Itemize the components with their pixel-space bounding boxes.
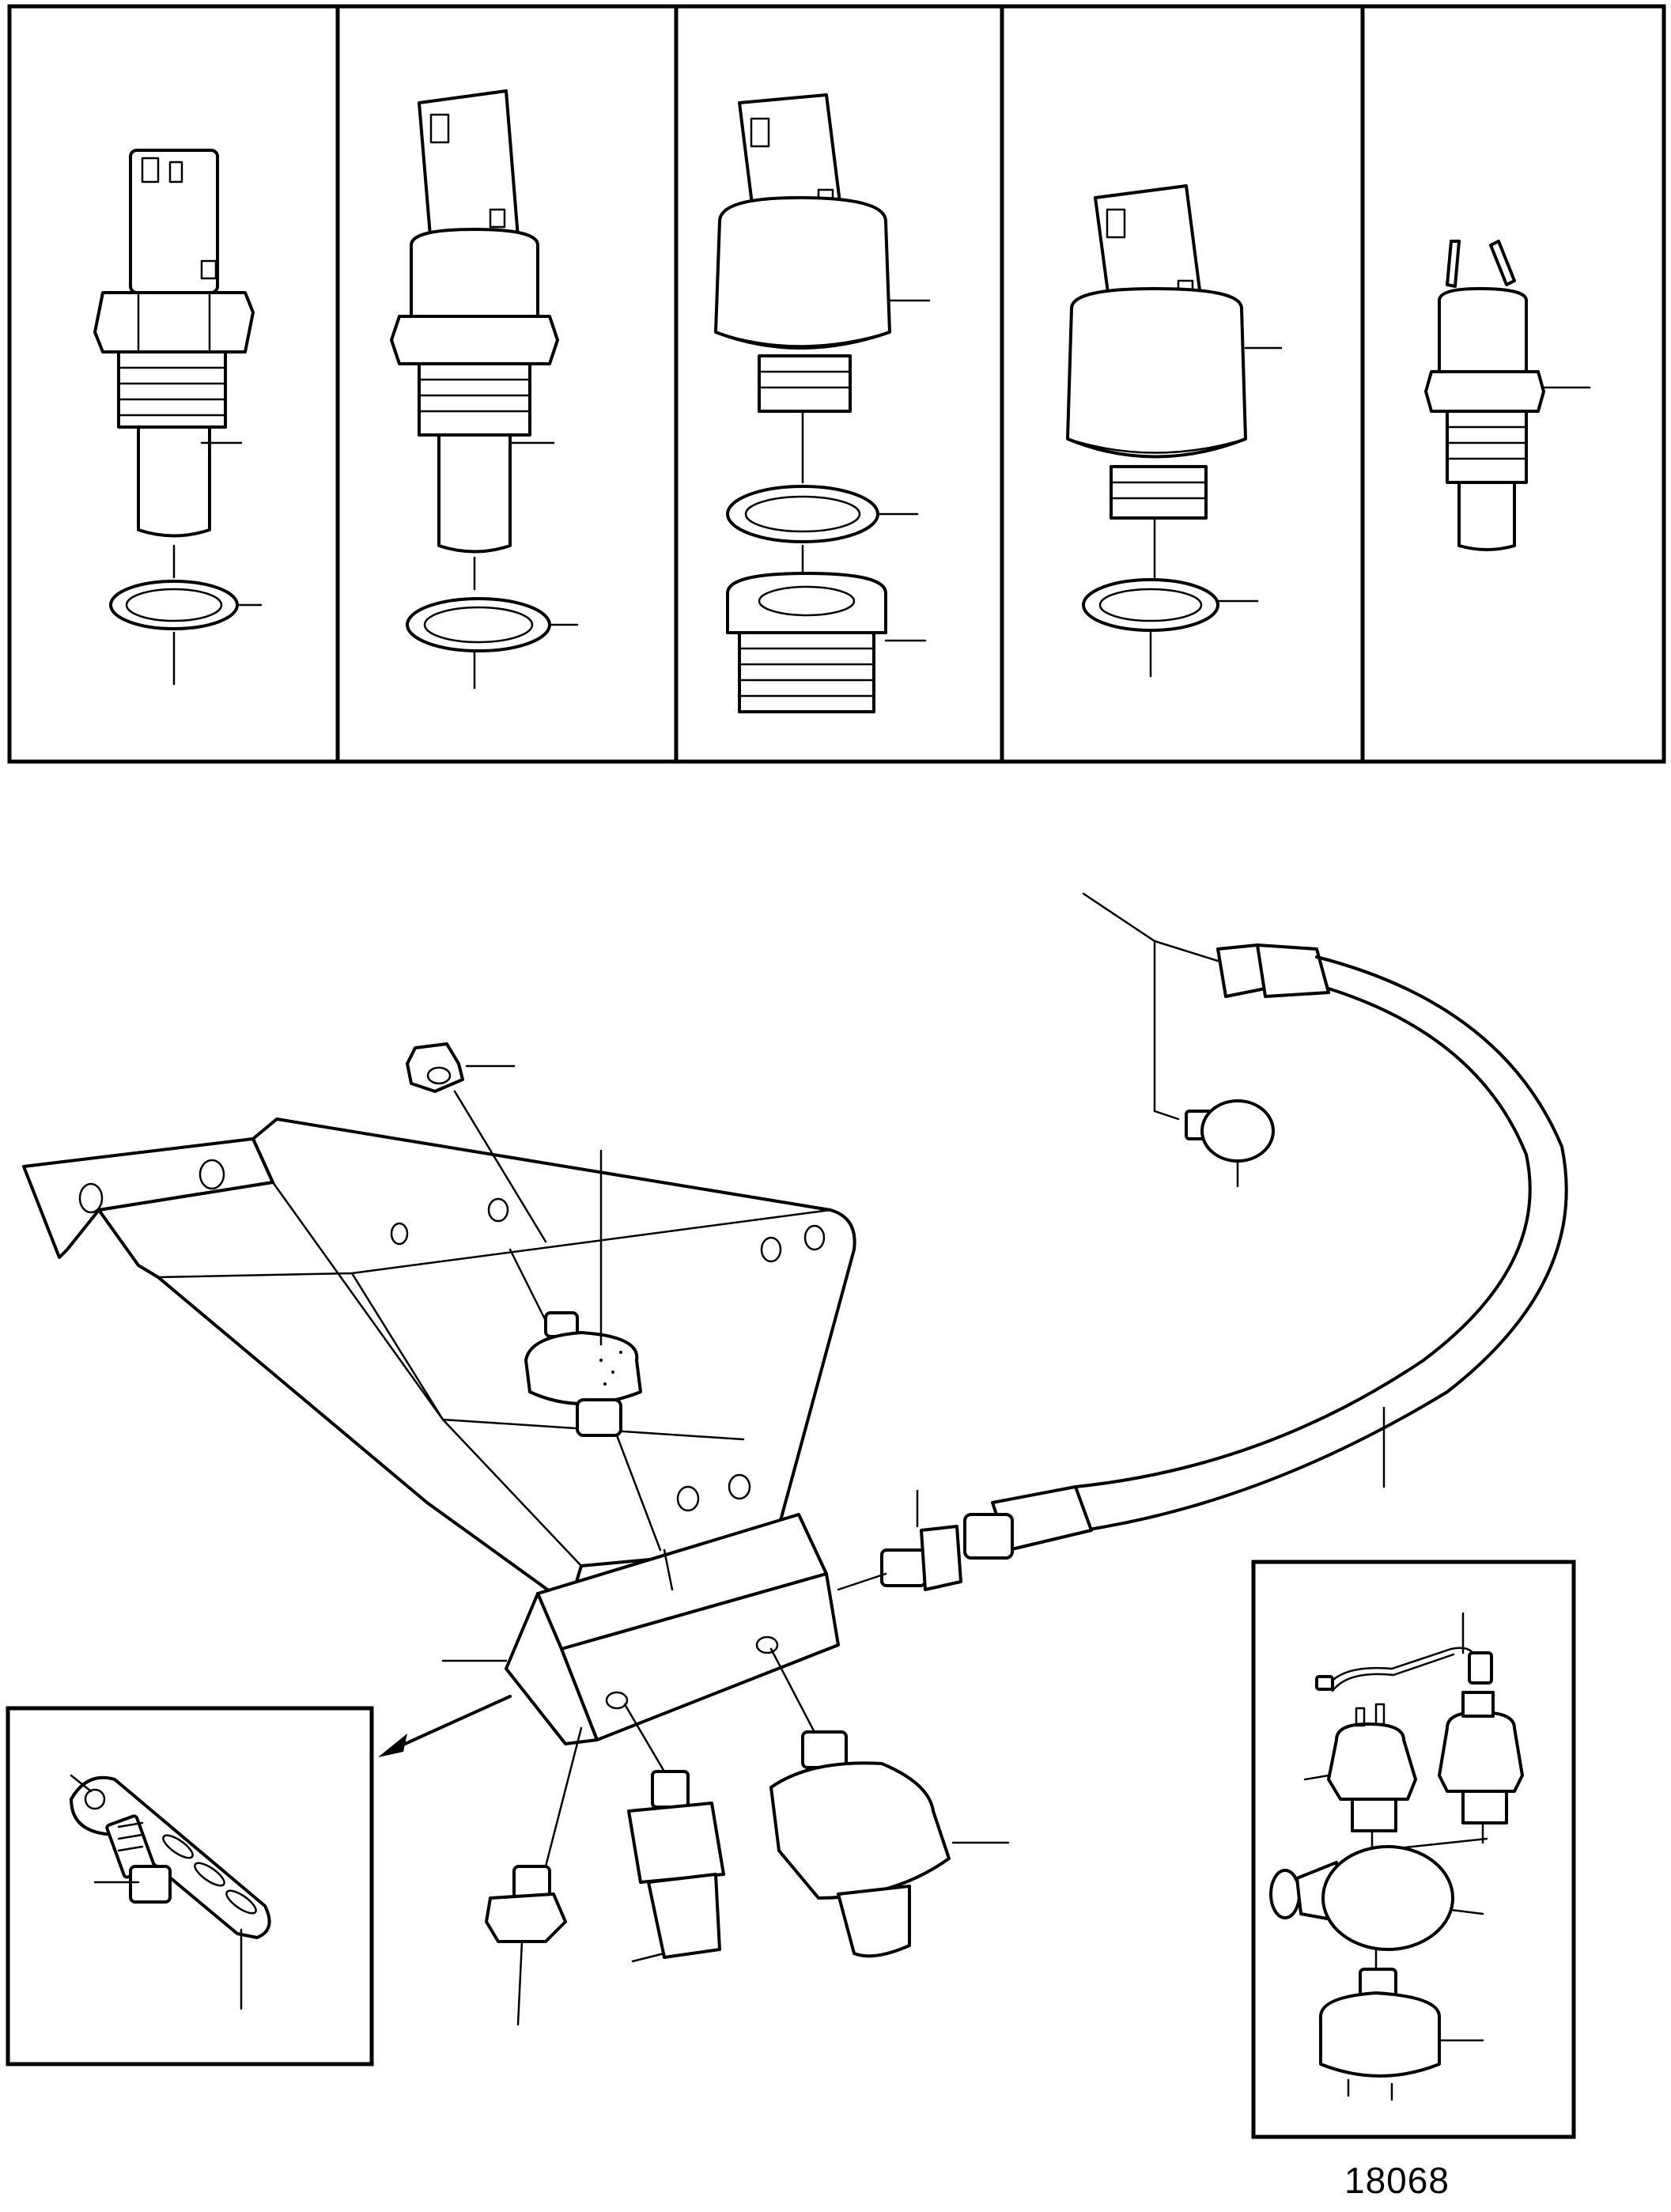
temperature-sensor-long-icon (93, 149, 263, 686)
flange-nut-icon (406, 1042, 547, 1243)
pressure-sensor-with-adapter-icon (714, 93, 931, 713)
mounting-strap-icon (70, 1774, 271, 2010)
pressure-hose-icon (963, 892, 1568, 1560)
inset-frame-left (6, 1706, 374, 2066)
mounting-strap-inset (6, 1706, 374, 2066)
temperature-sensor-with-collar-icon (390, 89, 579, 690)
figure-reference-number: 18068 (1344, 2160, 1450, 2201)
sensor-kit-icon (1269, 1612, 1524, 2101)
plug-icon (1185, 1099, 1275, 1188)
inset-frame-right (1251, 1560, 1576, 2139)
rubber-mount-icon (508, 1149, 662, 1552)
sensor-block-icon (378, 1513, 840, 1757)
top-panel (7, 4, 1666, 764)
block-pressure-switch-icon (623, 1703, 725, 1963)
block-pressure-sensor-icon (769, 1647, 1010, 1958)
temperature-switch-spade-terminals-icon (1424, 240, 1591, 551)
union-fitting-icon (837, 1489, 962, 1591)
triangular-bracket-icon (22, 1117, 856, 1607)
pressure-sensor-icon (1066, 184, 1283, 678)
sensor-kit-inset (1251, 1560, 1576, 2139)
block-plug-icon (485, 1726, 583, 2026)
top-panel-frame (7, 4, 1666, 764)
